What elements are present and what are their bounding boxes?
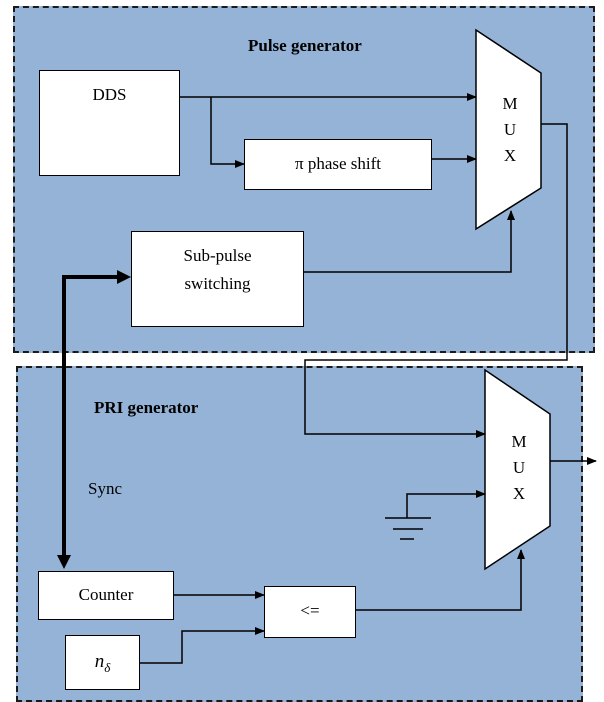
sync-label: Sync (88, 479, 122, 498)
wire-ground-to-mux (406, 490, 486, 518)
wire-compare-to-mux (356, 549, 525, 611)
pulse-mux-letter-x: X (503, 146, 517, 165)
n-delta-label: nδ (66, 651, 139, 676)
pri-generator-title: PRI generator (94, 398, 199, 417)
phase-shift-label: π phase shift (294, 154, 381, 173)
subpulse-label-line2: switching (184, 274, 251, 293)
sync-line (62, 275, 124, 562)
wire-pulse-mux-to-pri-mux (304, 123, 568, 438)
phase-shift-block: π phase shift (244, 139, 432, 190)
wire-ndelta-to-compare (140, 627, 265, 664)
n-delta-block: nδ (65, 635, 140, 690)
sync-arrow-right (117, 270, 131, 284)
wire-dds-to-phase-shift (210, 97, 245, 168)
dds-label: DDS (92, 85, 127, 104)
compare-label: <= (300, 601, 320, 620)
pri-mux-shape (484, 368, 551, 571)
compare-block: <= (264, 586, 356, 638)
sync-arrow-down (57, 555, 71, 569)
subpulse-switching-block: Sub-pulse switching (131, 231, 304, 327)
counter-block: Counter (38, 571, 174, 620)
wire-subpulse-to-mux (304, 210, 515, 273)
pri-mux-letter-x: X (512, 484, 526, 503)
dds-block: DDS (39, 70, 180, 176)
pulse-mux-letter-u: U (503, 120, 517, 139)
pri-mux-letter-m: M (511, 432, 527, 451)
counter-label: Counter (78, 585, 134, 604)
pulse-mux-letter-m: M (502, 94, 518, 113)
ground-symbol (385, 517, 431, 540)
subpulse-label-line1: Sub-pulse (183, 246, 252, 265)
n-delta-subscript: δ (104, 659, 111, 675)
n-delta-base: n (94, 651, 105, 672)
pulse-generator-title: Pulse generator (248, 36, 362, 55)
pri-mux-letter-u: U (512, 458, 526, 477)
